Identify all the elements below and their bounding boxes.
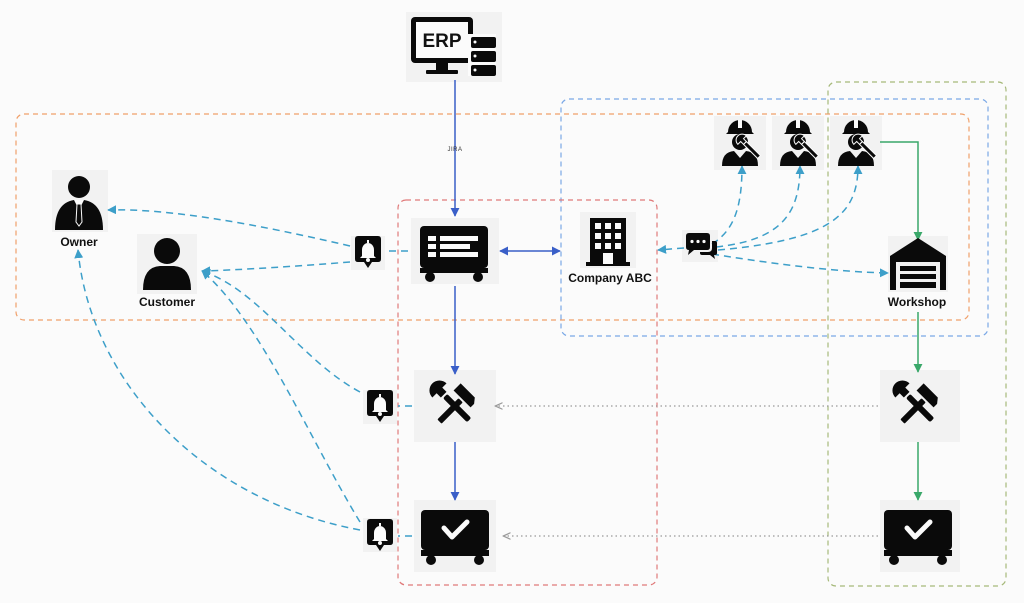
connector-worker-to-workshop <box>880 141 923 241</box>
connector-chat-to-worker3 <box>717 165 863 251</box>
owner-node[interactable]: Owner <box>55 176 103 249</box>
group-boundary-red <box>397 199 658 586</box>
workshop-label: Workshop <box>888 295 946 309</box>
connector-chat-to-workshop <box>711 253 889 278</box>
connector-notif3-to-owner <box>74 249 361 531</box>
connector-chat-to-worker2 <box>715 165 805 248</box>
connector-notif-to-customer <box>201 261 351 276</box>
chat-bubbles-icon <box>686 233 717 259</box>
group-boundary-green <box>827 81 1007 587</box>
company-label: Company ABC <box>568 271 652 285</box>
customer-node[interactable]: Customer <box>139 238 195 309</box>
owner-label: Owner <box>60 235 98 249</box>
connector-chat-to-company <box>657 244 685 254</box>
connector-chat-to-worker1 <box>711 165 747 245</box>
businessman-icon <box>55 176 103 230</box>
customer-label: Customer <box>139 295 195 309</box>
workshop-node[interactable]: Workshop <box>888 238 946 309</box>
jira-label: JIRA <box>447 147 462 153</box>
monitor-server-icon <box>411 17 496 76</box>
warehouse-icon <box>890 238 946 290</box>
office-building-icon <box>586 218 630 266</box>
order-cart-node[interactable] <box>420 226 488 282</box>
user-icon <box>143 238 191 290</box>
erp-node[interactable]: ERP <box>411 17 496 76</box>
list-cart-icon <box>420 226 488 282</box>
group-boundary-orange <box>15 113 970 321</box>
erp-label: ERP <box>422 31 461 52</box>
group-boundary-blue <box>560 98 989 337</box>
connector-notif-to-owner <box>107 205 351 247</box>
company-node[interactable]: Company ABC <box>568 218 652 285</box>
connector-notif3-to-customer <box>201 270 361 523</box>
connector-notif2-to-customer <box>201 269 361 393</box>
